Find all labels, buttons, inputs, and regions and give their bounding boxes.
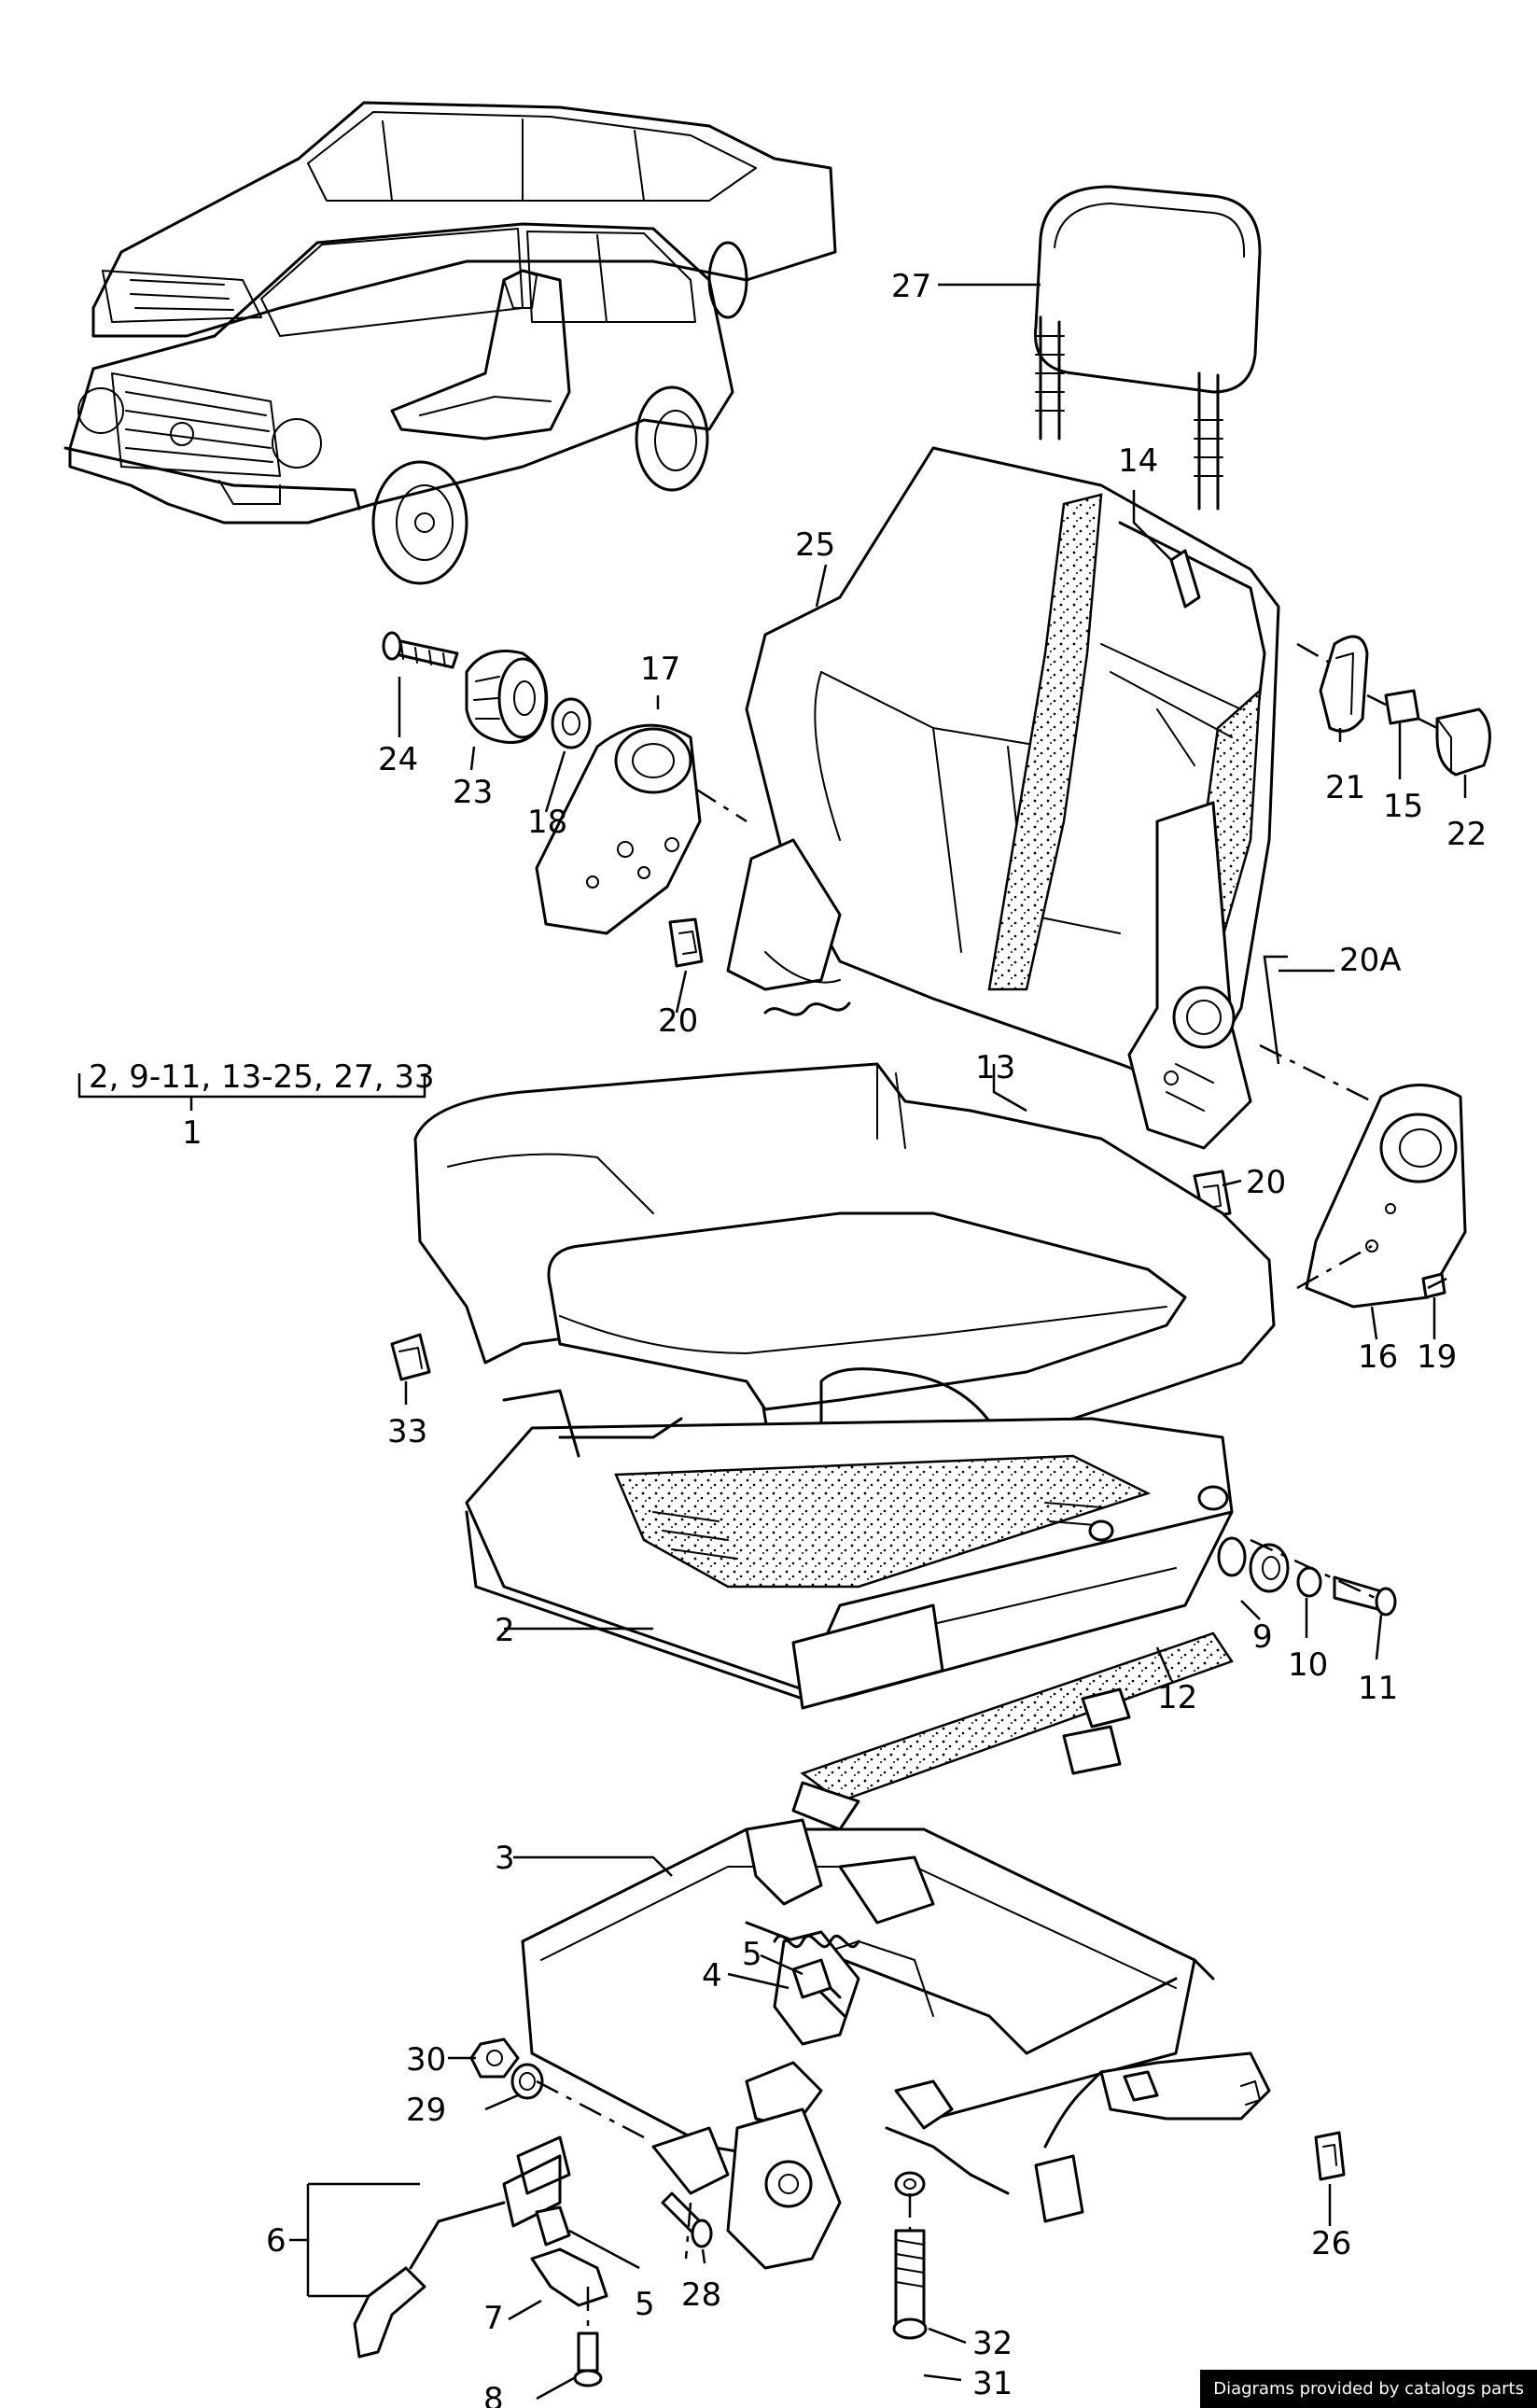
label-23: 23 [453, 774, 493, 811]
recliner-handle-group [1319, 635, 1491, 777]
adjuster-knob-group [382, 631, 592, 749]
backrest [726, 446, 1280, 1150]
label-25: 25 [795, 526, 835, 564]
label-8: 8 [483, 2381, 504, 2408]
assembly-lines [536, 642, 1447, 2333]
side-cover-right [1305, 1084, 1467, 1309]
credit-badge: Diagrams provided by catalogs parts [1200, 2370, 1537, 2408]
label-14: 14 [1118, 442, 1158, 480]
label-5-lower: 5 [635, 2286, 655, 2323]
label-21: 21 [1325, 769, 1365, 806]
label-1: 1 [182, 1114, 203, 1152]
leader-lines [77, 283, 1467, 2401]
label-18: 18 [527, 804, 567, 841]
label-29: 29 [406, 2092, 446, 2129]
label-20-left: 20 [658, 1002, 698, 1040]
label-26: 26 [1311, 2225, 1351, 2262]
label-6: 6 [266, 2222, 286, 2260]
clip-33 [390, 1333, 431, 1381]
label-4: 4 [702, 1957, 722, 1995]
label-20-right: 20 [1246, 1164, 1286, 1201]
part-labels: 27 14 25 17 24 23 18 21 15 22 20A 20 2, … [89, 268, 1487, 2408]
seat-base-frame [353, 1818, 1346, 2387]
label-11: 11 [1358, 1670, 1398, 1707]
label-32: 32 [972, 2325, 1013, 2362]
label-28: 28 [681, 2276, 721, 2314]
seat-cushion [413, 1062, 1276, 1542]
label-9: 9 [1252, 1618, 1273, 1656]
vehicle-illustration [63, 101, 837, 585]
label-22: 22 [1446, 816, 1487, 853]
label-7: 7 [483, 2300, 504, 2337]
label-3: 3 [495, 1840, 515, 1877]
head-restraint [1034, 185, 1262, 511]
label-13: 13 [975, 1049, 1015, 1086]
label-16: 16 [1358, 1338, 1398, 1376]
clip-left [668, 917, 704, 968]
label-31: 31 [972, 2365, 1013, 2402]
label-20A: 20A [1339, 942, 1402, 979]
label-2: 2 [495, 1612, 515, 1649]
label-27: 27 [891, 268, 931, 305]
label-24: 24 [378, 741, 418, 778]
label-33: 33 [387, 1413, 427, 1450]
label-17: 17 [640, 651, 680, 688]
label-group: 2, 9-11, 13-25, 27, 33 [89, 1058, 435, 1096]
seat-frame [465, 1389, 1234, 1710]
label-12: 12 [1157, 1679, 1197, 1716]
label-5-upper: 5 [742, 1936, 762, 1973]
label-10: 10 [1288, 1646, 1328, 1684]
label-30: 30 [406, 2041, 446, 2079]
side-cover-left [535, 723, 702, 935]
label-19: 19 [1417, 1338, 1457, 1376]
label-15: 15 [1383, 788, 1423, 825]
